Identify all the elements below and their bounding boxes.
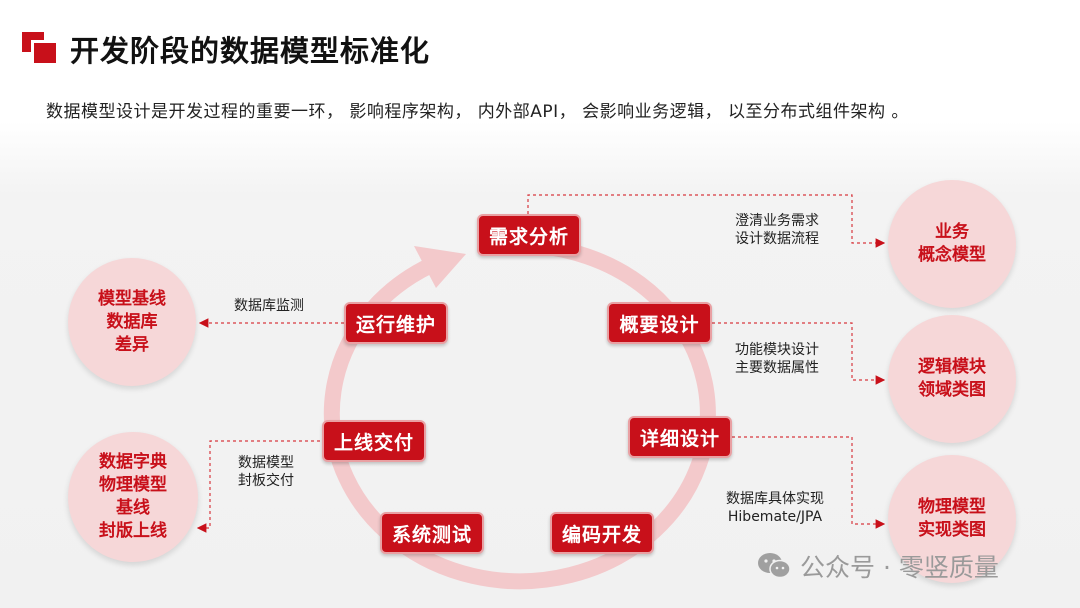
step-delivery: 上线交付 (322, 420, 426, 462)
note-overview: 功能模块设计主要数据属性 (735, 342, 819, 376)
note-delivery: 数据模型封板交付 (238, 455, 294, 489)
logo-icon (22, 32, 59, 66)
connector-detail (732, 436, 886, 529)
step-requirement-analysis: 需求分析 (477, 214, 581, 256)
output-business-concept-model: 业务概念模型 (888, 180, 1016, 308)
watermark: 公众号 · 零竖质量 (756, 548, 999, 584)
step-overview-design: 概要设计 (607, 302, 712, 344)
page-title: 开发阶段的数据模型标准化 (70, 34, 431, 68)
output-logic-domain-diagram: 逻辑模块领域类图 (888, 315, 1016, 443)
cycle-arrowhead (414, 246, 466, 288)
output-data-dictionary: 数据字典物理模型基线封版上线 (68, 432, 198, 562)
watermark-text: 公众号 · 零竖质量 (800, 553, 999, 582)
step-coding: 编码开发 (550, 512, 654, 554)
note-operations: 数据库监测 (234, 298, 304, 314)
wechat-icon (758, 553, 791, 579)
step-system-testing: 系统测试 (380, 512, 484, 554)
connector-overview (712, 322, 886, 385)
connector-delivery (196, 440, 320, 533)
page-subtitle: 数据模型设计是开发过程的重要一环， 影响程序架构， 内外部API， 会影响业务逻… (46, 102, 909, 122)
connector-req (527, 194, 886, 248)
step-detail-design: 详细设计 (628, 416, 732, 458)
step-operations: 运行维护 (344, 302, 448, 344)
output-physical-impl-diagram: 物理模型实现类图 (888, 455, 1016, 583)
output-baseline-db-diff: 模型基线数据库差异 (68, 258, 196, 386)
note-requirement: 澄清业务需求设计数据流程 (735, 213, 819, 247)
